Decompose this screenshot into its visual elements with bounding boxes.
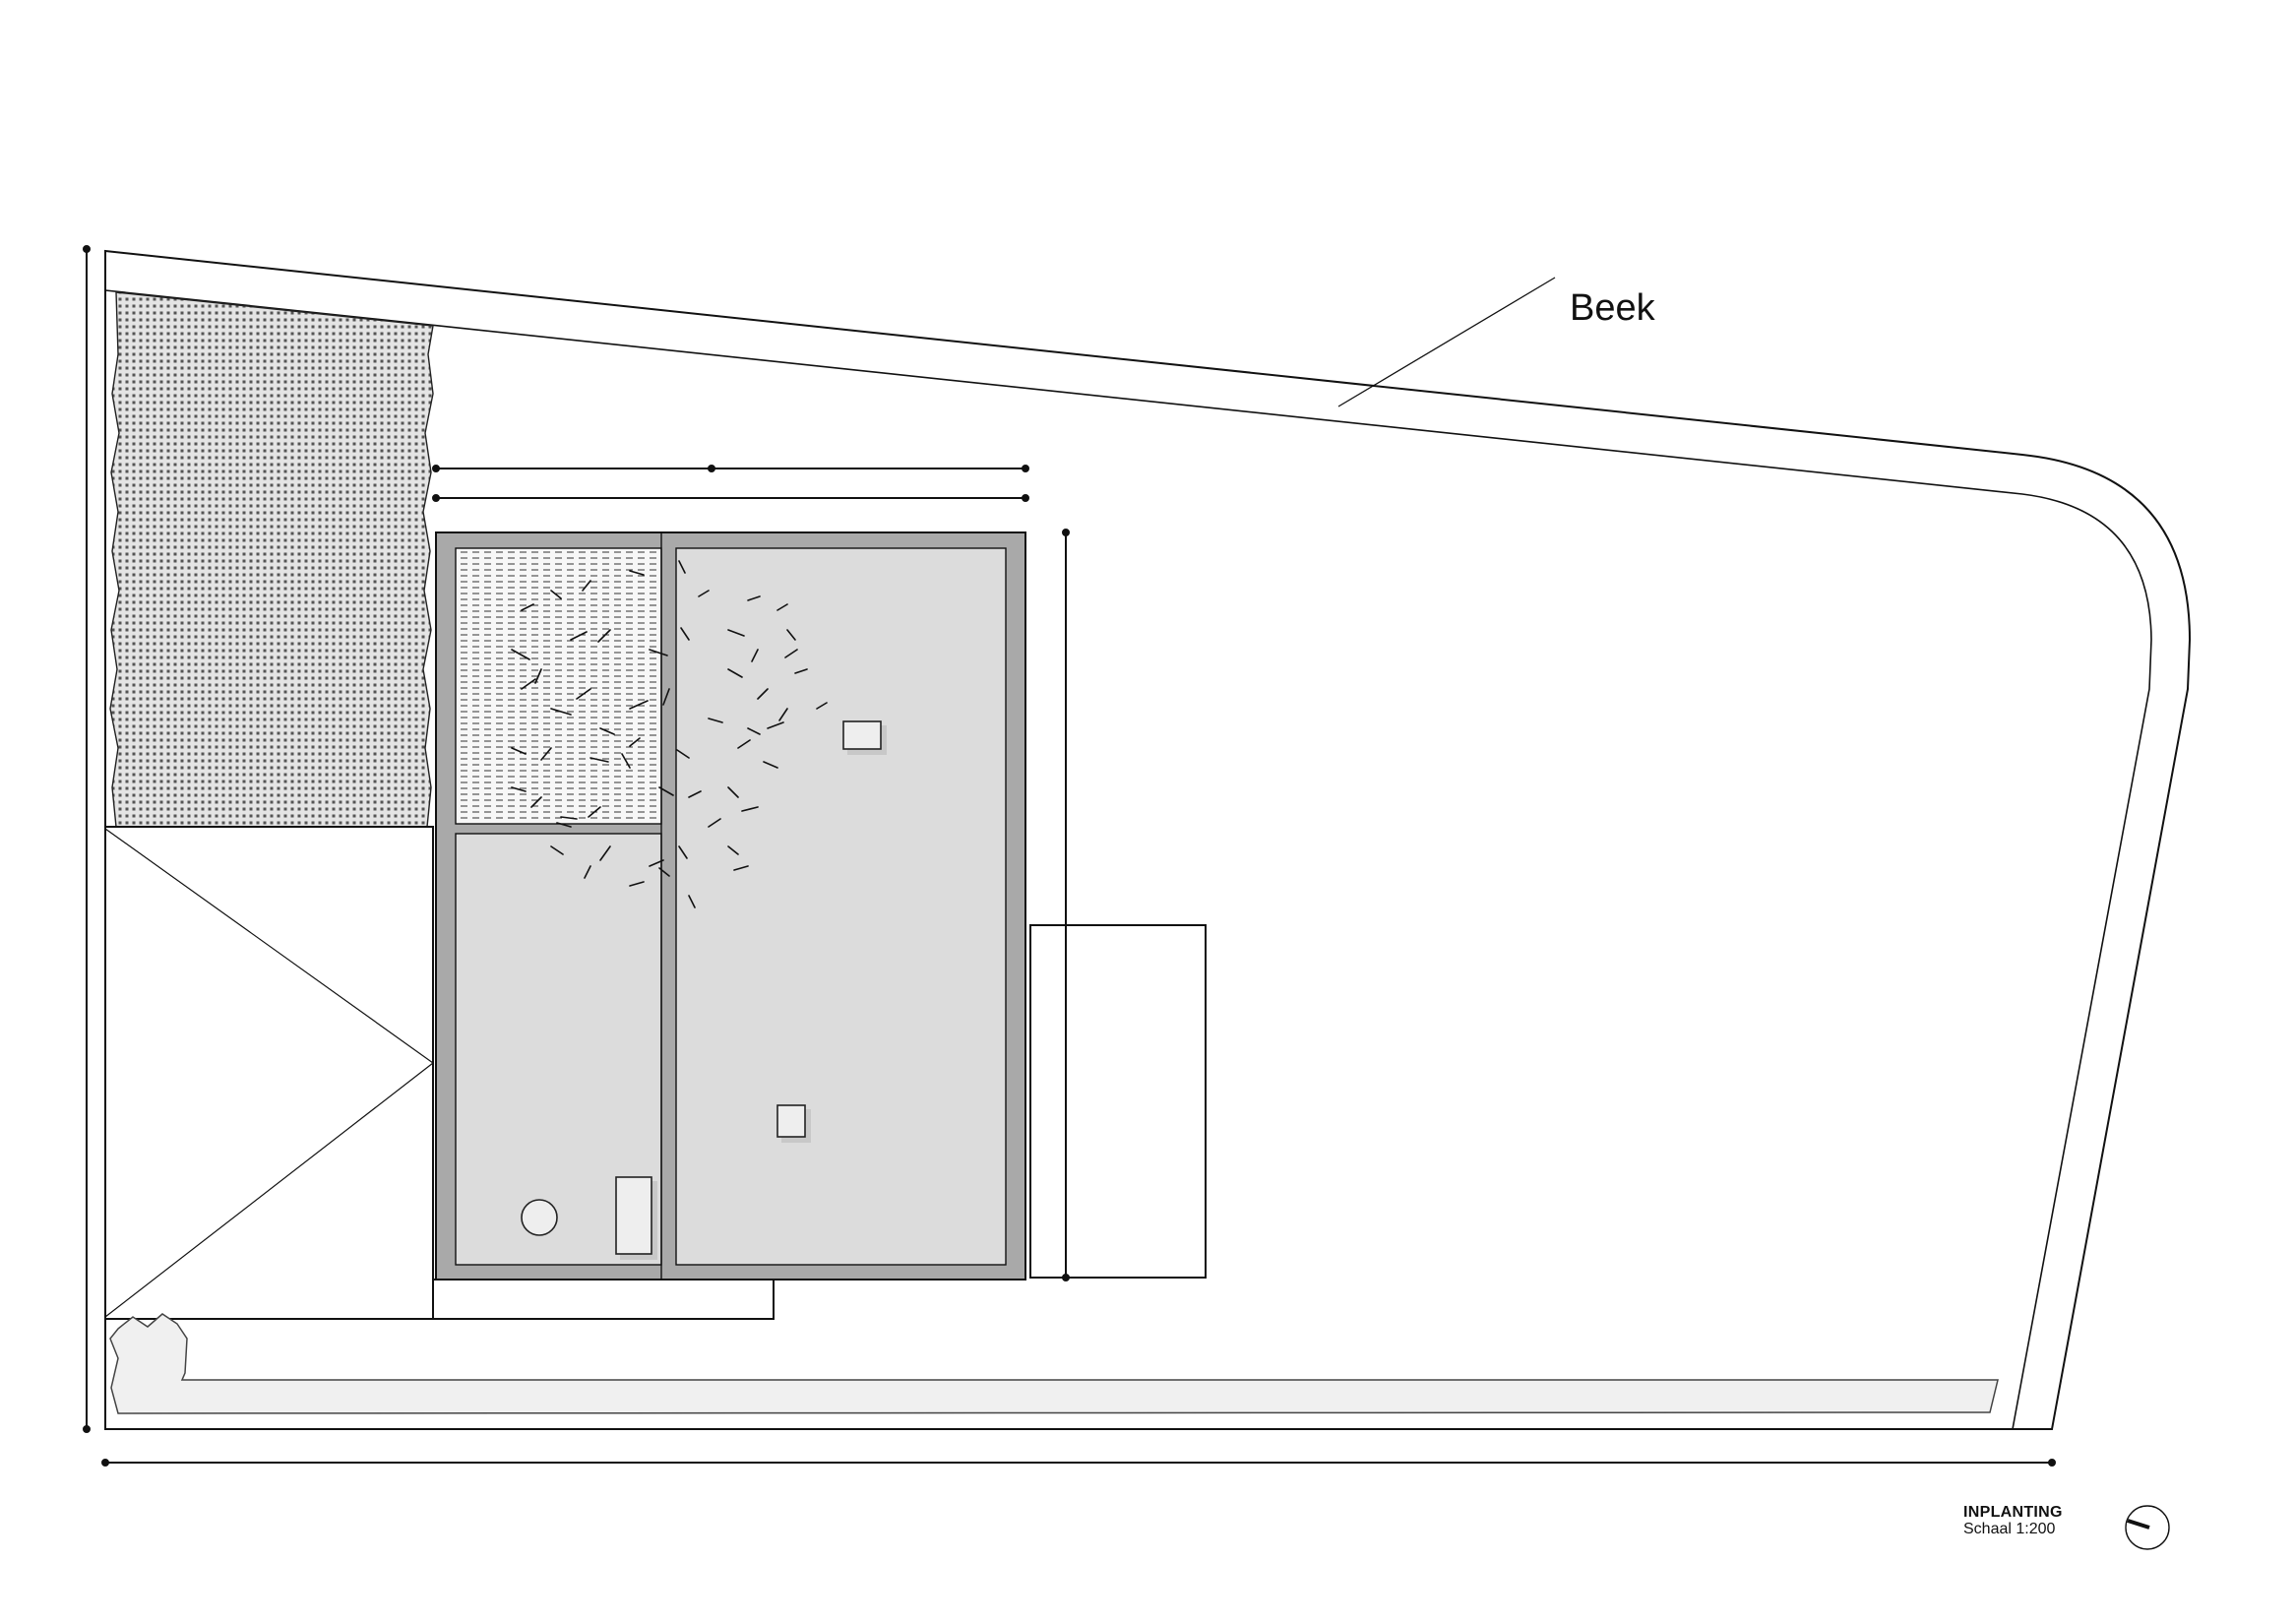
building bbox=[435, 531, 1026, 1280]
skylight-1 bbox=[842, 720, 887, 755]
title-block: INPLANTING Schaal 1:200 bbox=[1963, 1504, 2063, 1537]
north-arrow-icon bbox=[2125, 1505, 2170, 1550]
hedge-bottom bbox=[109, 1313, 1999, 1414]
dimension-lines bbox=[83, 245, 2056, 1467]
skylight-2 bbox=[776, 1104, 811, 1143]
annex bbox=[1029, 924, 1207, 1279]
round-vent bbox=[521, 1199, 558, 1236]
drawing-scale: Schaal 1:200 bbox=[1963, 1521, 2056, 1537]
courtyard-hatched bbox=[455, 547, 662, 825]
roof-right bbox=[675, 547, 1007, 1266]
stream-leader-line bbox=[1337, 277, 1556, 407]
stream-bank-line bbox=[104, 289, 2152, 1430]
drawing-title: INPLANTING bbox=[1963, 1504, 2063, 1521]
lot-boundary bbox=[104, 249, 2192, 1430]
carport-area bbox=[104, 826, 435, 1320]
stream-label: Beek bbox=[1570, 287, 1655, 329]
terrace-strip bbox=[432, 1279, 775, 1320]
tree-canopy bbox=[511, 560, 828, 908]
hedge-dotted-area bbox=[109, 291, 434, 828]
skylight-3 bbox=[615, 1176, 657, 1260]
